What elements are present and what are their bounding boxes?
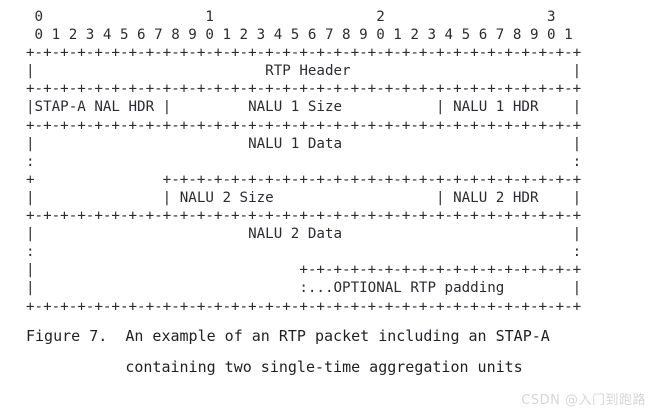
figure-caption-line-2: containing two single-time aggregation u… [26,357,523,376]
packet-diagram-line-optional-rtp-padding: | :...OPTIONAL RTP padding | [26,280,582,297]
bit-ruler-units-row: 0 1 2 3 4 5 6 7 8 9 0 1 2 3 4 5 6 7 8 9 … [26,27,573,44]
packet-diagram-line-4: +-+-+-+-+-+-+-+-+-+-+-+-+-+-+-+-+-+-+-+-… [26,117,582,134]
packet-diagram-line-0: +-+-+-+-+-+-+-+-+-+-+-+-+-+-+-+-+-+-+-+-… [26,45,582,62]
packet-diagram-line-7: + +-+-+-+-+-+-+-+-+-+-+-+-+-+-+-+-+-+-+-… [26,171,582,188]
packet-diagram-line-nalu-2-data: | NALU 2 Data | [26,226,582,243]
packet-diagram-line-rtp-header: | RTP Header | [26,63,582,80]
bit-ruler-tens-row: 0 1 2 3 [26,9,556,25]
csdn-watermark: CSDN @入门到跑路 [521,393,646,408]
packet-diagram-line-14: +-+-+-+-+-+-+-+-+-+-+-+-+-+-+-+-+-+-+-+-… [26,298,582,315]
packet-diagram-line-nalu-1-data: | NALU 1 Data | [26,135,582,152]
packet-diagram-line-9: +-+-+-+-+-+-+-+-+-+-+-+-+-+-+-+-+-+-+-+-… [26,208,582,225]
packet-diagram-line-stap-a-nal-hdr: |STAP-A NAL HDR | NALU 1 Size | NALU 1 H… [26,99,582,116]
figure-caption-line-1: Figure 7. An example of an RTP packet in… [26,326,550,345]
packet-diagram-line-12: | +-+-+-+-+-+-+-+-+-+-+-+-+-+-+-+-+ [26,262,582,279]
packet-diagram-line-2: +-+-+-+-+-+-+-+-+-+-+-+-+-+-+-+-+-+-+-+-… [26,81,582,98]
packet-diagram-line-nalu-2-size: | | NALU 2 Size | NALU 2 HDR | [26,189,582,206]
packet-diagram-line-nalu-2-continuation: : : [26,244,582,261]
packet-diagram-line-nalu-1-continuation: : : [26,153,582,170]
